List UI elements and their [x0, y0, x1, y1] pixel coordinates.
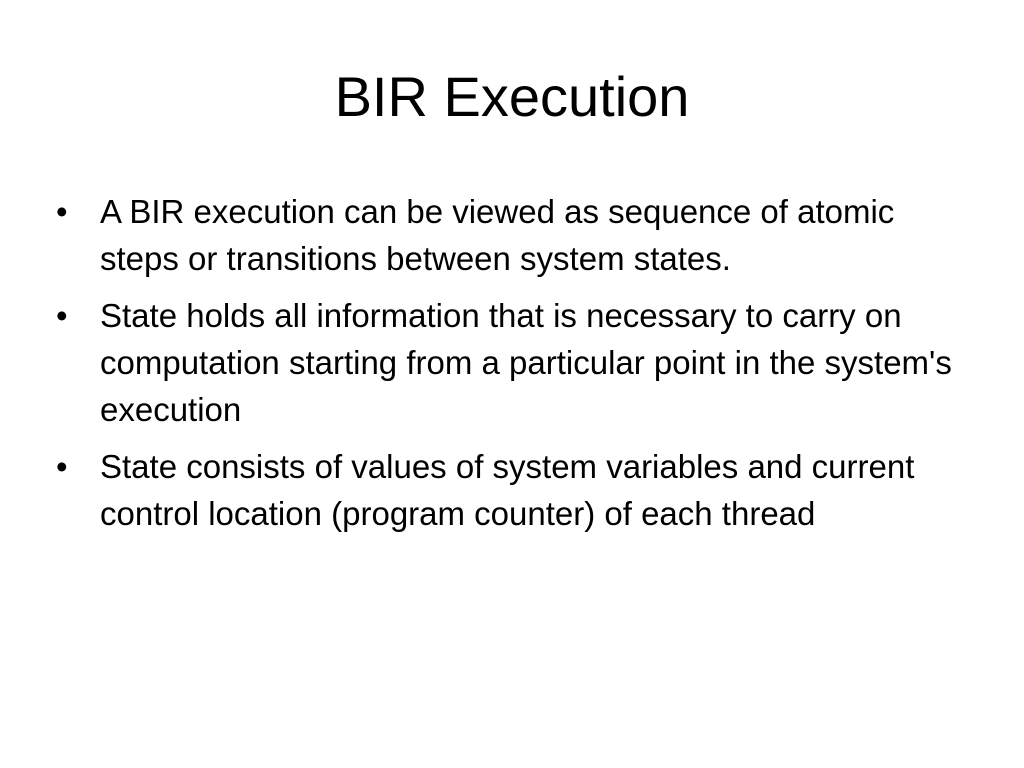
slide-title: BIR Execution: [334, 65, 690, 128]
bullet-list: • A BIR execution can be viewed as seque…: [56, 188, 966, 547]
bullet-marker: •: [56, 448, 68, 485]
bullet-text: State holds all information that is nece…: [100, 297, 952, 428]
bullet-item: • A BIR execution can be viewed as seque…: [56, 188, 966, 282]
bullet-text: State consists of values of system varia…: [100, 448, 915, 532]
bullet-item: • State consists of values of system var…: [56, 443, 966, 537]
bullet-item: • State holds all information that is ne…: [56, 292, 966, 433]
bullet-marker: •: [56, 193, 68, 230]
bullet-text: A BIR execution can be viewed as sequenc…: [100, 193, 895, 277]
bullet-marker: •: [56, 297, 68, 334]
